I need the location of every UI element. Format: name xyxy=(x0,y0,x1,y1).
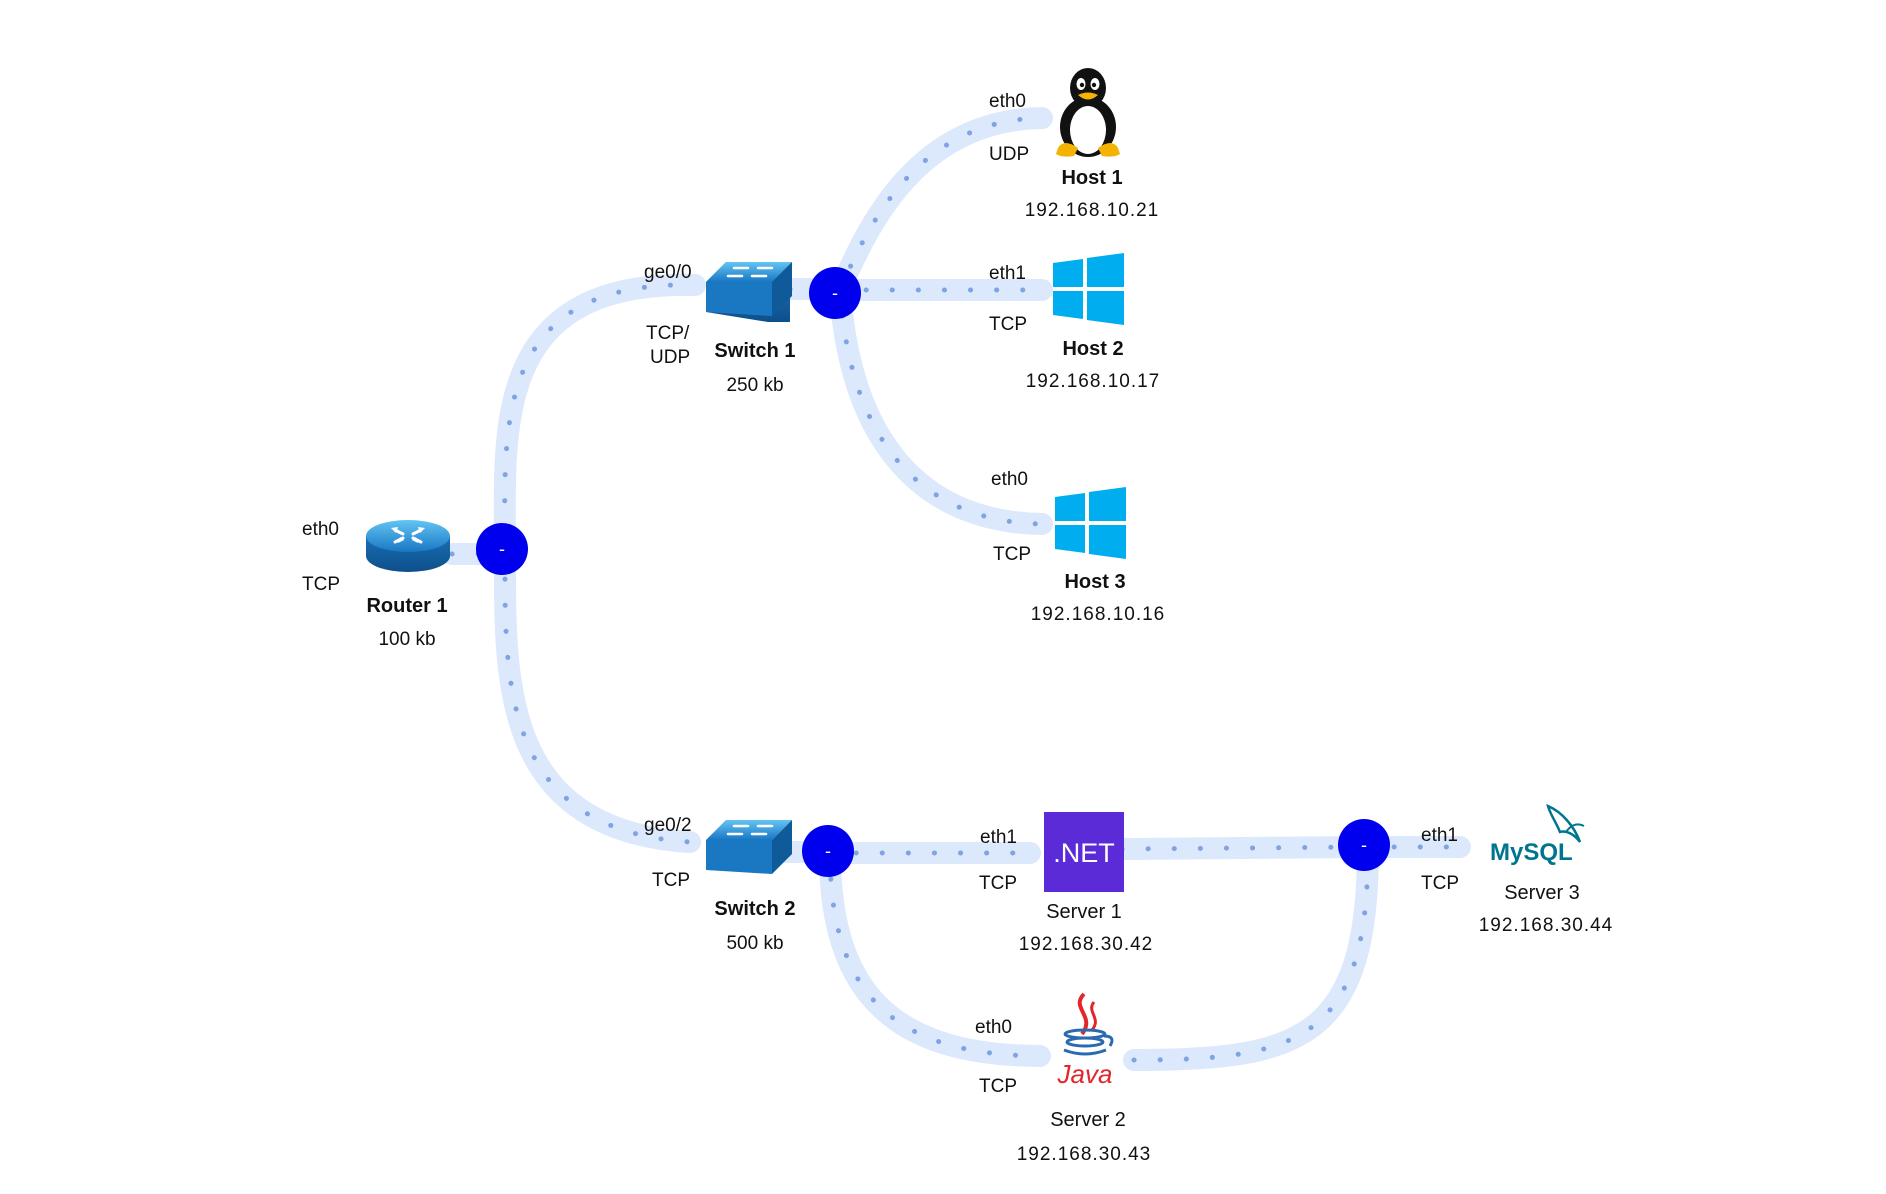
router-1-port: eth0 xyxy=(302,519,339,540)
server-3-ip: 192.168.30.44 xyxy=(1479,915,1614,936)
windows-icon xyxy=(1053,253,1124,325)
host-1-node[interactable]: eth0 UDP Host 1 192.168.10.21 xyxy=(989,68,1159,221)
host-3-node[interactable]: eth0 TCP Host 3 192.168.10.16 xyxy=(991,469,1165,625)
router-1-node[interactable]: eth0 TCP Router 1 100 kb xyxy=(302,519,450,650)
dotnet-icon: .NET xyxy=(1044,812,1124,892)
server-1-ip: 192.168.30.42 xyxy=(1019,934,1154,955)
server-1-protocol: TCP xyxy=(979,873,1017,894)
switch-2-protocol: TCP xyxy=(652,870,690,891)
router-icon xyxy=(366,520,450,572)
link-router-switch2 xyxy=(493,542,701,853)
server-1-node[interactable]: .NET eth1 TCP Server 1 192.168.30.42 xyxy=(979,812,1153,955)
link-switch1-host1 xyxy=(829,107,1053,301)
server-3-port: eth1 xyxy=(1421,825,1458,846)
host-2-port: eth1 xyxy=(989,263,1026,284)
switch-2-node[interactable]: ge0/2 TCP Switch 2 500 kb xyxy=(644,815,796,954)
host-1-protocol: UDP xyxy=(989,144,1029,165)
server-2-protocol: TCP xyxy=(979,1076,1017,1097)
switch-1-size: 250 kb xyxy=(726,375,783,396)
server-2-ip: 192.168.30.43 xyxy=(1017,1144,1152,1165)
link-server1-junction xyxy=(1111,836,1379,860)
host-1-name: Host 1 xyxy=(1061,167,1122,189)
collapse-toggle-switch2[interactable]: - xyxy=(802,825,854,877)
router-1-name: Router 1 xyxy=(366,595,447,617)
host-3-name: Host 3 xyxy=(1064,571,1125,593)
link-switch1-host3 xyxy=(829,279,1053,535)
java-icon: Java xyxy=(1057,992,1114,1089)
server-1-name: Server 1 xyxy=(1046,901,1122,923)
collapse-toggle-switch1[interactable]: - xyxy=(809,267,861,319)
collapse-toggle-server-group[interactable]: - xyxy=(1338,819,1390,871)
switch-2-port: ge0/2 xyxy=(644,815,692,836)
switch-1-protocol-line2: UDP xyxy=(650,347,690,368)
switch-1-port: ge0/0 xyxy=(644,262,692,283)
switch-2-name: Switch 2 xyxy=(714,898,795,920)
switch-1-name: Switch 1 xyxy=(714,340,795,362)
switch-icon xyxy=(706,820,792,874)
server-3-name: Server 3 xyxy=(1504,882,1580,904)
links xyxy=(441,107,1471,1071)
router-1-protocol: TCP xyxy=(302,574,340,595)
collapse-toggle-label: - xyxy=(832,283,838,303)
collapse-toggle-label: - xyxy=(499,539,505,559)
switch-1-node[interactable]: ge0/0 TCP/ UDP Switch 1 250 kb xyxy=(644,262,796,396)
collapse-toggle-label: - xyxy=(1361,835,1367,855)
collapse-toggle-label: - xyxy=(825,841,831,861)
host-3-protocol: TCP xyxy=(993,544,1031,565)
host-1-ip: 192.168.10.21 xyxy=(1025,200,1160,221)
switch-2-size: 500 kb xyxy=(726,933,783,954)
linux-tux-icon xyxy=(1056,68,1120,157)
router-1-size: 100 kb xyxy=(378,629,435,650)
switch-icon xyxy=(706,262,792,322)
link-switch2-server2 xyxy=(819,842,1051,1067)
java-badge-text: Java xyxy=(1057,1059,1113,1089)
mysql-badge-text: MySQL xyxy=(1490,839,1573,866)
server-1-port: eth1 xyxy=(980,827,1017,848)
host-2-node[interactable]: eth1 TCP Host 2 192.168.10.17 xyxy=(989,253,1160,392)
server-3-node[interactable]: MySQL eth1 TCP Server 3 192.168.30.44 xyxy=(1421,803,1614,936)
host-2-protocol: TCP xyxy=(989,314,1027,335)
mysql-icon: MySQL xyxy=(1490,803,1585,866)
host-2-ip: 192.168.10.17 xyxy=(1026,371,1161,392)
link-router-switch1 xyxy=(493,273,706,564)
collapse-toggle-router1[interactable]: - xyxy=(476,523,528,575)
link-server2-junction xyxy=(1123,837,1379,1071)
server-2-port: eth0 xyxy=(975,1017,1012,1038)
server-3-protocol: TCP xyxy=(1421,873,1459,894)
host-3-ip: 192.168.10.16 xyxy=(1031,604,1166,625)
windows-icon xyxy=(1055,487,1126,559)
server-2-node[interactable]: Java eth0 TCP Server 2 192.168.30.43 xyxy=(975,992,1152,1165)
host-2-name: Host 2 xyxy=(1062,338,1123,360)
host-3-port: eth0 xyxy=(991,469,1028,490)
host-1-port: eth0 xyxy=(989,91,1026,112)
server-2-name: Server 2 xyxy=(1050,1109,1126,1131)
dotnet-badge-text: .NET xyxy=(1053,838,1115,868)
switch-1-protocol-line1: TCP/ xyxy=(646,323,690,344)
